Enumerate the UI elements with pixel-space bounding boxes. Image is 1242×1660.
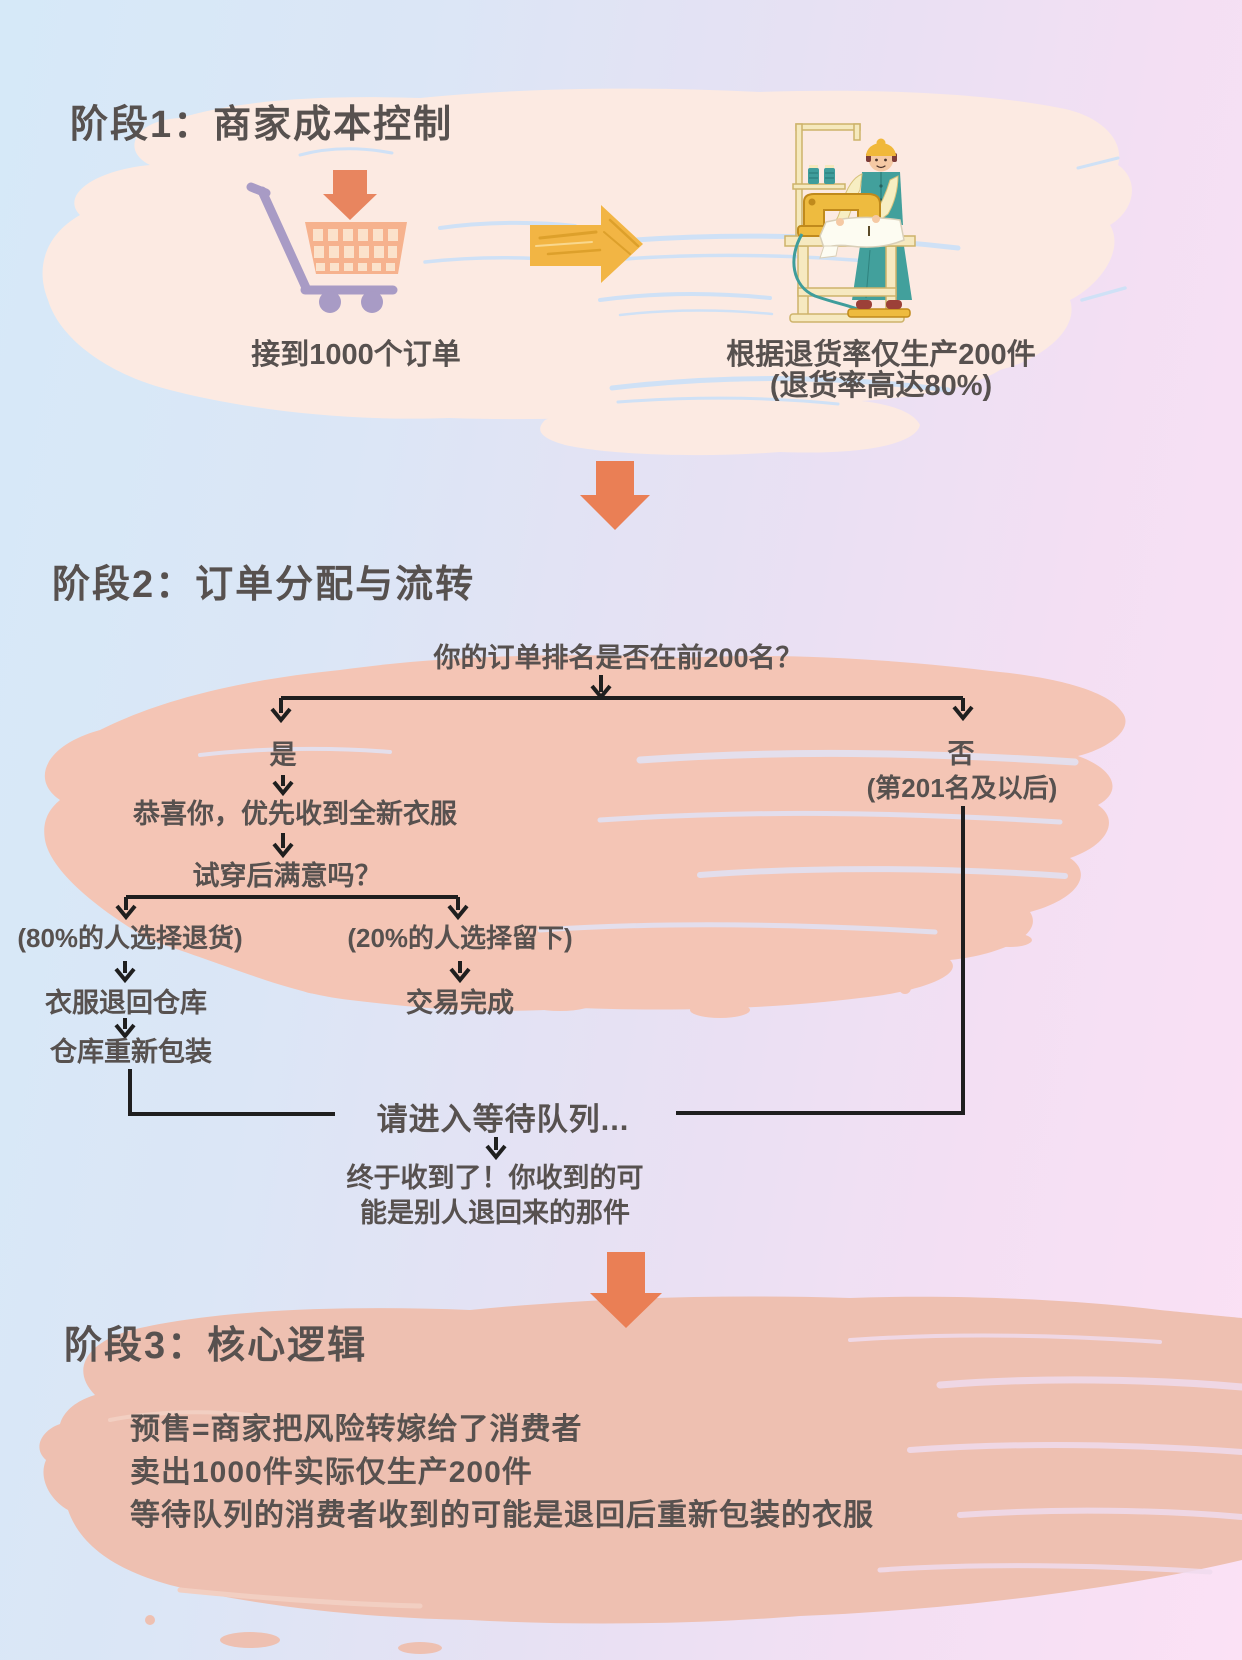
flow-queue-label: 请进入等待队列...: [376, 1102, 630, 1137]
flow-return-step2: 仓库重新包装: [50, 1037, 212, 1067]
flow-yes-step1: 恭喜你，优先收到全新衣服: [133, 799, 457, 829]
shopping-cart-icon: [246, 182, 407, 313]
stage1-title: 阶段1：商家成本控制: [70, 104, 454, 146]
flow-question: 你的订单排名是否在前200名？: [433, 643, 803, 673]
paint-spatter: [302, 933, 1032, 1018]
stage3-line3: 等待队列的消费者收到的可能是退回后重新包装的衣服: [130, 1499, 874, 1532]
down-arrow-icon: [323, 170, 377, 220]
down-arrow-icon: [590, 1252, 662, 1328]
tailor-sewing-illustration: [784, 123, 916, 323]
flow-no-sublabel: (第201名及以后): [866, 773, 1058, 803]
light-streaks: [108, 1410, 423, 1609]
cloth-drape: [819, 245, 839, 259]
flow-keep-step1: 交易完成: [406, 988, 514, 1018]
flow-yes-step2: 试穿后满意吗？: [192, 861, 382, 891]
producer-caption-line2: (退货率高达80%): [769, 370, 993, 402]
streak-gaps: [848, 1333, 1242, 1575]
paint-stroke-stage3: [39, 1296, 1242, 1654]
stage3-line1: 预售=商家把风险转嫁给了消费者: [130, 1413, 583, 1446]
paint-stroke-stage2: [44, 655, 1126, 1018]
stage2-title: 阶段2：订单分配与流转: [52, 564, 476, 606]
pedal-cable: [792, 233, 863, 313]
stage3-line2: 卖出1000件实际仅生产200件: [130, 1456, 533, 1489]
flow-keep-label: (20%的人选择留下): [347, 923, 573, 953]
flow-queue-result-line2: 能是别人退回来的那件: [360, 1198, 630, 1228]
cart-caption: 接到1000个订单: [251, 339, 461, 371]
flowchart-connectors: [114, 675, 974, 1161]
pedal: [847, 308, 911, 318]
stage3-title: 阶段3：核心逻辑: [64, 1325, 368, 1367]
flow-yes-label: 是: [269, 740, 297, 770]
flow-return-label: (80%的人选择退货): [17, 923, 243, 953]
flow-no-label: 否: [947, 739, 975, 769]
producer-caption-line1: 根据退货率仅生产200件: [726, 339, 1036, 371]
down-arrow-icon: [580, 461, 650, 530]
flow-queue-result-line1: 终于收到了！你收到的可: [346, 1163, 644, 1193]
streak-gaps: [198, 746, 1079, 935]
flow-return-step1: 衣服退回仓库: [45, 988, 207, 1018]
right-arrow-icon: [530, 205, 643, 283]
thread-spools: [808, 165, 835, 184]
cloth: [819, 216, 905, 249]
paint-spatter: [145, 1615, 442, 1654]
